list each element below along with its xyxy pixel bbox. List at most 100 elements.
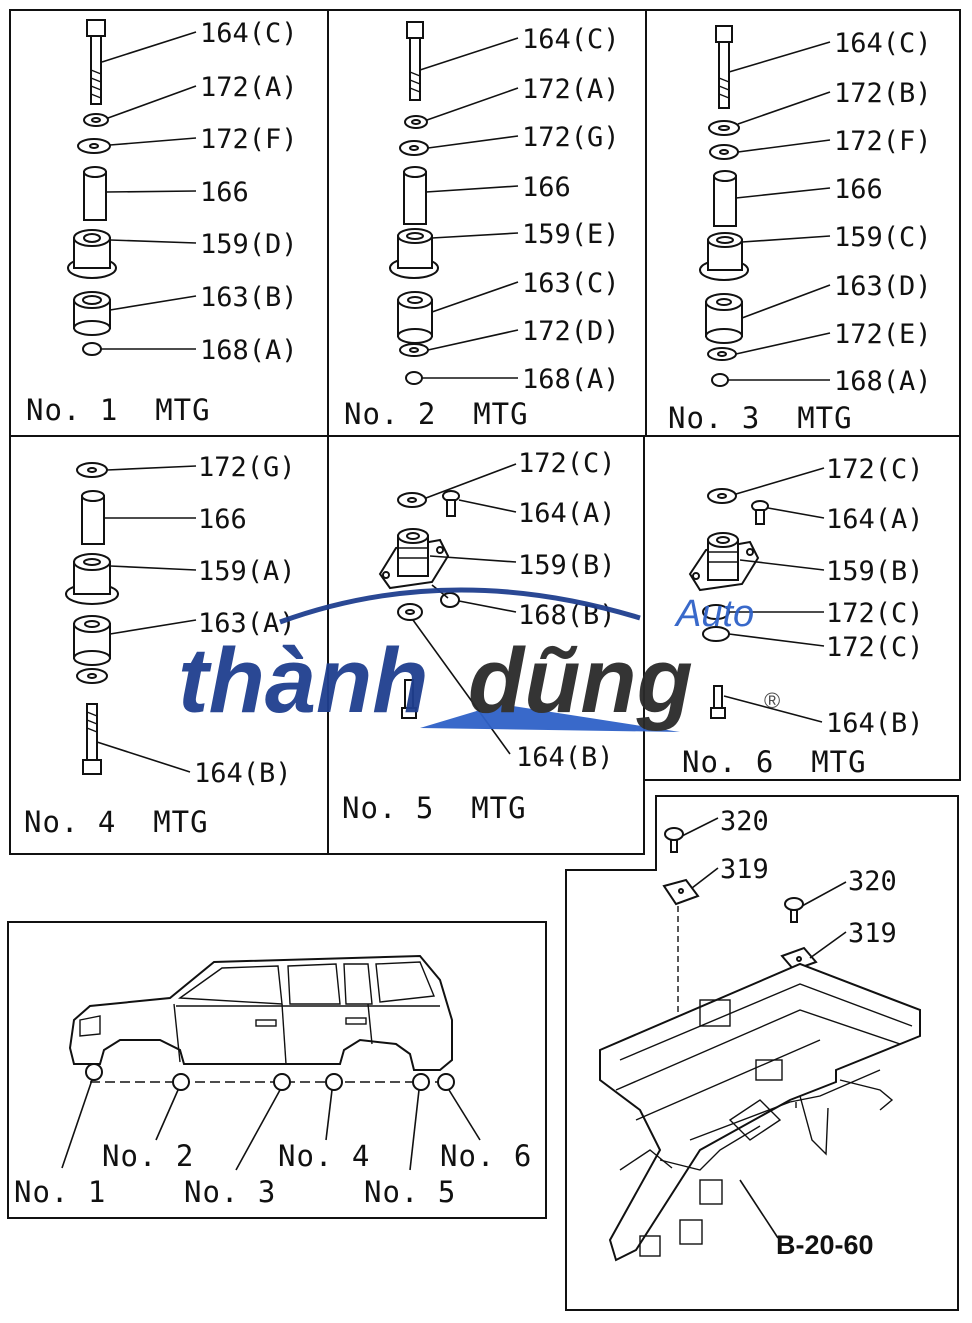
position-label: No. 3 bbox=[184, 1175, 276, 1209]
bolt-164b-drawing bbox=[710, 685, 726, 719]
part-label: 320 bbox=[720, 806, 769, 837]
bolt-164a-drawing bbox=[751, 500, 769, 525]
part-label: 172(F) bbox=[834, 126, 932, 157]
cushion-drawing bbox=[65, 553, 119, 605]
vehicle-outline bbox=[68, 954, 453, 1083]
bolt-164c-drawing bbox=[86, 19, 106, 105]
bolt-164b-drawing bbox=[401, 679, 417, 719]
part-label: 166 bbox=[200, 177, 249, 208]
cushion-drawing bbox=[705, 293, 743, 344]
watermark-part2: dũng bbox=[468, 630, 693, 732]
bolt-164a-drawing bbox=[442, 490, 460, 517]
part-label: 168(B) bbox=[518, 600, 616, 631]
vehicle-side-view: No. 1 No. 2 No. 3 No. 4 No. 5 No. 6 bbox=[14, 954, 532, 1209]
mtg-caption: No. 3 MTG bbox=[668, 401, 853, 435]
mtg-4-panel: 172(G) 166 159(A) 163(A) 164(B) No. 4 MT… bbox=[24, 452, 296, 839]
part-label: 159(A) bbox=[198, 556, 296, 587]
watermark-part1: thành bbox=[178, 630, 428, 732]
mtg-caption: No. 1 MTG bbox=[26, 393, 211, 427]
part-label: 164(C) bbox=[522, 24, 620, 55]
part-label: 168(A) bbox=[834, 366, 932, 397]
part-label: 172(F) bbox=[200, 124, 298, 155]
part-label: 164(C) bbox=[200, 18, 298, 49]
mtg-caption: No. 4 MTG bbox=[24, 805, 209, 839]
watermark-tag: Auto bbox=[674, 593, 754, 635]
cushion-drawing bbox=[73, 615, 111, 666]
collar-drawing bbox=[81, 490, 105, 545]
reference-label: B-20-60 bbox=[776, 1230, 874, 1260]
collar-drawing bbox=[403, 166, 427, 225]
part-label: 168(A) bbox=[200, 335, 298, 366]
part-label: 166 bbox=[834, 174, 883, 205]
bolt-164c-drawing bbox=[715, 25, 733, 109]
part-label: 172(G) bbox=[198, 452, 296, 483]
nut-drawing bbox=[82, 342, 102, 356]
part-label: 172(C) bbox=[518, 448, 616, 479]
mtg-2-panel: 164(C) 172(A) 172(G) 166 159(E) 163(C) 1… bbox=[344, 21, 620, 431]
mount-position-markers bbox=[85, 1063, 455, 1091]
mtg-caption: No. 2 MTG bbox=[344, 397, 529, 431]
part-label: 172(B) bbox=[834, 78, 932, 109]
part-label: 159(C) bbox=[834, 222, 932, 253]
part-label: 163(C) bbox=[522, 268, 620, 299]
part-label: 320 bbox=[848, 866, 897, 897]
part-label: 164(B) bbox=[516, 742, 614, 773]
mtg-1-panel: 164(C) 172(A) 172(F) 166 159(D) 163(B) 1… bbox=[26, 18, 298, 427]
part-label: 168(A) bbox=[522, 364, 620, 395]
collar-drawing bbox=[83, 166, 107, 221]
part-label: 164(A) bbox=[826, 504, 924, 535]
part-label: 163(B) bbox=[200, 282, 298, 313]
part-label: 172(C) bbox=[826, 632, 924, 663]
panel-borders bbox=[7, 9, 961, 1311]
part-label: 164(B) bbox=[826, 708, 924, 739]
position-label: No. 2 bbox=[102, 1139, 194, 1173]
part-label: 172(A) bbox=[522, 74, 620, 105]
bolt-164c-drawing bbox=[406, 21, 424, 101]
part-label: 172(E) bbox=[834, 319, 932, 350]
part-label: 159(E) bbox=[522, 219, 620, 250]
mtg-5-panel: 172(C) 164(A) 159(B) 168(B) 164(B) No. 5… bbox=[342, 448, 616, 825]
chassis-frame-drawing bbox=[599, 962, 921, 1262]
cushion-drawing bbox=[67, 229, 117, 279]
mtg-caption: No. 6 MTG bbox=[682, 745, 867, 779]
mtg-3-panel: 164(C) 172(B) 172(F) 166 159(C) 163(D) 1… bbox=[668, 25, 932, 435]
screw-320-drawing bbox=[784, 897, 804, 923]
part-label: 172(C) bbox=[826, 454, 924, 485]
plate-319-drawing bbox=[662, 878, 700, 906]
bracket-cushion-drawing bbox=[688, 532, 760, 592]
part-label: 159(D) bbox=[200, 229, 298, 260]
position-label: No. 6 bbox=[440, 1139, 532, 1173]
part-label: 319 bbox=[720, 854, 769, 885]
cushion-drawing bbox=[397, 291, 433, 344]
part-label: 172(A) bbox=[200, 72, 298, 103]
screw-320-drawing bbox=[664, 827, 684, 853]
part-label: 164(A) bbox=[518, 498, 616, 529]
part-label: 166 bbox=[522, 172, 571, 203]
position-label: No. 1 bbox=[14, 1175, 106, 1209]
mtg-caption: No. 5 MTG bbox=[342, 791, 527, 825]
part-label: 159(B) bbox=[518, 550, 616, 581]
part-label: 319 bbox=[848, 918, 897, 949]
part-label: 172(G) bbox=[522, 122, 620, 153]
position-label: No. 4 bbox=[278, 1139, 370, 1173]
bracket-cushion-drawing bbox=[378, 528, 450, 590]
part-label: 172(C) bbox=[826, 598, 924, 629]
part-label: 164(C) bbox=[834, 28, 932, 59]
cushion-drawing bbox=[73, 291, 111, 336]
cushion-drawing bbox=[699, 232, 749, 281]
collar-drawing bbox=[713, 170, 737, 227]
part-label: 159(B) bbox=[826, 556, 924, 587]
watermark-logo: thành dũng Auto ® bbox=[178, 587, 780, 732]
position-label: No. 5 bbox=[364, 1175, 456, 1209]
frame-view: 320 319 320 319 B-20-60 bbox=[599, 806, 921, 1262]
watermark-mark: ® bbox=[764, 688, 780, 713]
part-label: 163(D) bbox=[834, 271, 932, 302]
mtg-6-panel: 172(C) 164(A) 159(B) 172(C) 172(C) 164(B… bbox=[682, 454, 924, 779]
plate-319-drawing bbox=[780, 946, 818, 972]
part-label: 172(D) bbox=[522, 316, 620, 347]
bolt-164b-drawing bbox=[82, 703, 102, 775]
part-label: 164(B) bbox=[194, 758, 292, 789]
part-label: 166 bbox=[198, 504, 247, 535]
part-label: 163(A) bbox=[198, 608, 296, 639]
